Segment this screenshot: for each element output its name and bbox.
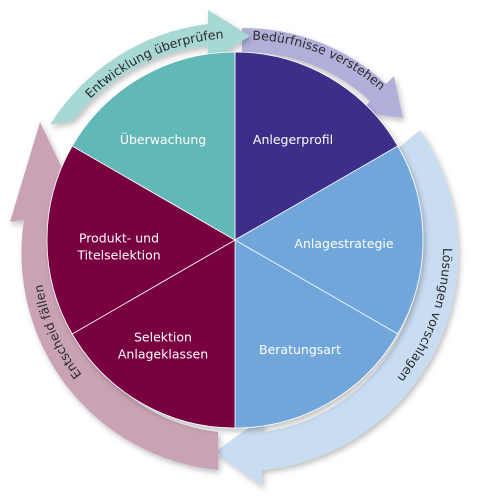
wedge-anlagestrategie [234, 145, 424, 335]
wedge-produkt-titelselektion [46, 145, 236, 335]
wedge-beratungsart [234, 239, 399, 429]
wedge-label-line: Titelselektion [76, 248, 160, 263]
arc-loesungen-vorschlagen [215, 130, 459, 486]
wedge-label-line: Beratungsart [259, 342, 341, 357]
wedge-selektion-anlageklassen [71, 239, 236, 429]
wedge-label-ueberwachung: Überwachung [120, 131, 206, 147]
wedge-label-line: Anlageklassen [118, 347, 208, 362]
wedge-label-line: Anlagestrategie [294, 236, 393, 251]
wedge-label-line: Überwachung [120, 131, 206, 147]
arc-entwicklung-ueberpruefen [50, 10, 250, 125]
wedge-anlegerprofil [234, 51, 399, 241]
wedge-label-anlagestrategie: Anlagestrategie [294, 236, 393, 251]
wedge-ueberwachung [71, 51, 236, 241]
wedge-label-line: Anlegerprofil [253, 132, 333, 147]
wedge-labels: AnlegerprofilAnlagestrategieBeratungsart… [76, 131, 394, 362]
wedge-label-anlegerprofil: Anlegerprofil [253, 132, 333, 147]
wedge-label-beratungsart: Beratungsart [259, 342, 341, 357]
wedge-label-line: Selektion [134, 330, 192, 345]
wedge-label-line: Produkt- und [79, 231, 159, 246]
pie-wedges [46, 51, 424, 429]
arc-beduerfnisse-verstehen [242, 27, 403, 119]
